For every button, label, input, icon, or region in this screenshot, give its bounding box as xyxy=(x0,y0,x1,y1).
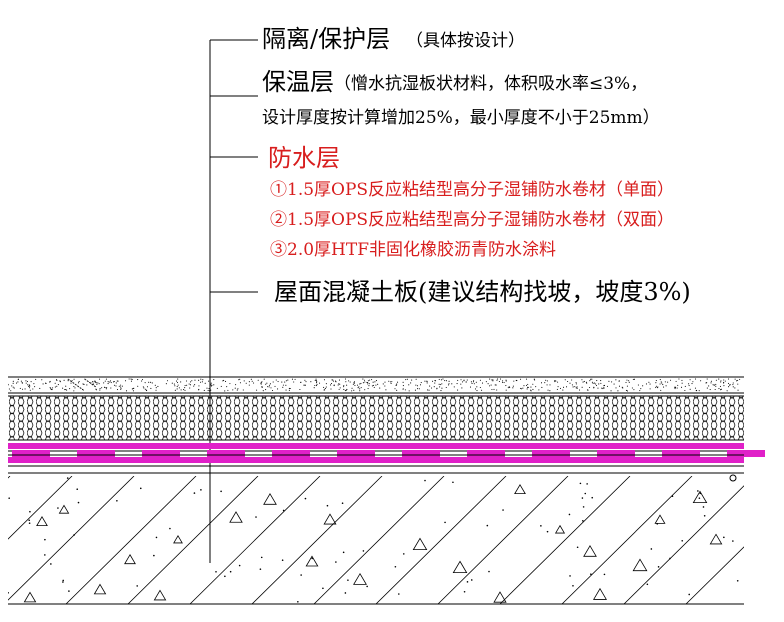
waterproof-option-3: ③2.0厚HTF非固化橡胶沥青防水涂料 xyxy=(270,240,556,260)
insulation-layer-title: 保温层 xyxy=(262,68,334,96)
waterproof-option-1: ①1.5厚OPS反应粘结型高分子湿铺防水卷材（单面） xyxy=(270,180,675,200)
insulation-layer xyxy=(8,395,744,441)
insulation-layer-note-line1: （憎水抗湿板状材料，体积吸水率≤3%， xyxy=(334,74,648,94)
waterproof-layer xyxy=(8,443,765,474)
concrete-slab xyxy=(8,474,744,605)
isolation-layer-title: 隔离/保护层 xyxy=(262,25,391,53)
isolation-layer-note: （具体按设计） xyxy=(406,31,525,51)
waterproof-option-2: ②1.5厚OPS反应粘结型高分子湿铺防水卷材（双面） xyxy=(270,210,675,230)
waterproof-layer-title: 防水层 xyxy=(268,144,340,172)
concrete-slab-title: 屋面混凝土板(建议结构找坡，坡度3%) xyxy=(274,278,691,306)
insulation-layer-note-line2: 设计厚度按计算增加25%，最小厚度不小于25mm） xyxy=(262,108,660,128)
isolation-layer xyxy=(8,376,744,394)
